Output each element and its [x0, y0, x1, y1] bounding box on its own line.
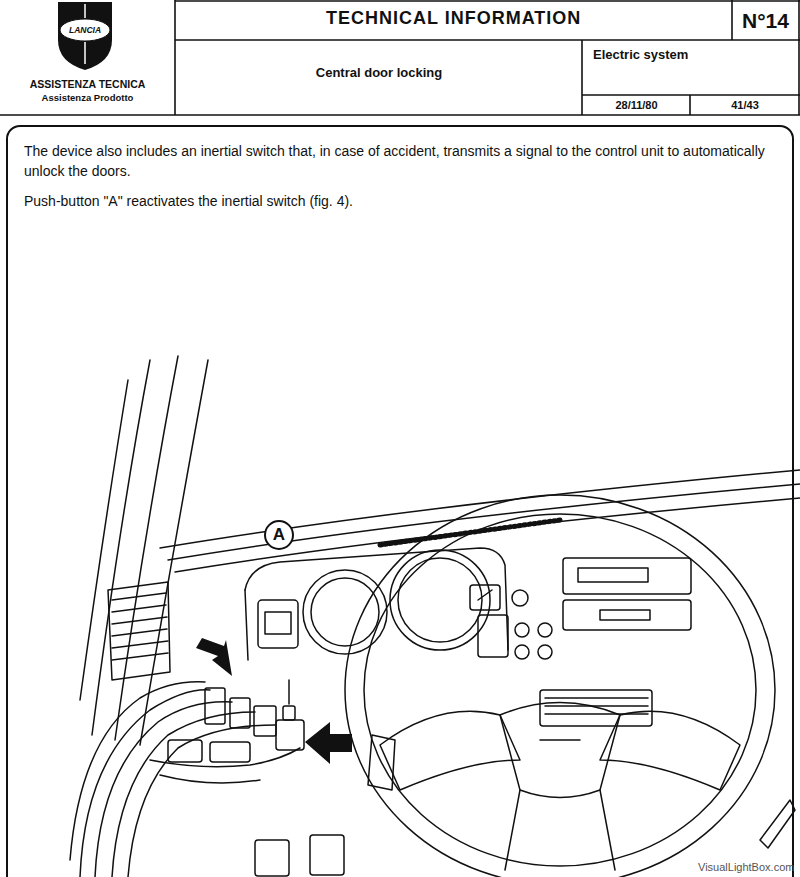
- header-cell: N°14: [732, 2, 799, 40]
- logo-text: LANCIA: [69, 25, 101, 35]
- line-art: [112, 712, 255, 877]
- line-art: [515, 623, 529, 637]
- line-art: [112, 593, 168, 660]
- line-art: [545, 698, 648, 714]
- line-art: [600, 711, 740, 790]
- line-art: [310, 835, 344, 875]
- line-art: [84, 42, 86, 64]
- body-panel: The device also includes an inertial swi…: [6, 125, 794, 877]
- line-art: [60, 19, 110, 41]
- line-art: [245, 548, 508, 650]
- line-art: [80, 380, 128, 700]
- line-art: [540, 739, 580, 741]
- header-cell: Central door locking: [176, 56, 582, 92]
- line-art: [196, 638, 352, 764]
- line-art: [478, 590, 492, 600]
- line-art: [175, 0, 800, 2]
- line-art: [563, 558, 691, 594]
- page-title: TECHNICAL INFORMATION: [326, 8, 581, 29]
- body-paragraph: Push-button "A" reactivates the inertial…: [24, 191, 776, 211]
- line-art: [500, 703, 620, 798]
- line-art: [311, 578, 379, 646]
- line-art: [245, 590, 248, 660]
- line-art: [0, 0, 800, 115]
- callout-letter: A: [266, 522, 292, 548]
- line-art: [128, 725, 275, 877]
- line-art: [760, 800, 795, 848]
- line-art: [175, 39, 800, 41]
- callout-circle: A: [264, 520, 294, 550]
- line-art: [265, 612, 291, 634]
- line-art: [95, 702, 232, 877]
- line-art: [512, 590, 528, 606]
- line-art: [478, 615, 508, 657]
- line-art: [283, 706, 295, 720]
- line-art: [538, 623, 552, 637]
- header-text: 41/43: [693, 98, 797, 113]
- line-art: [305, 722, 352, 764]
- line-art: [205, 688, 225, 724]
- line-art: [108, 582, 170, 680]
- line-art: [258, 600, 298, 648]
- line-art: [581, 40, 583, 115]
- line-art: [255, 840, 289, 876]
- line-art: [505, 790, 615, 870]
- line-art: [582, 94, 800, 96]
- line-art: [210, 742, 250, 762]
- body-paragraph: The device also includes an inertial swi…: [24, 141, 776, 181]
- line-art: [196, 638, 232, 676]
- line-art: [345, 495, 775, 877]
- lancia-logo: [58, 2, 112, 70]
- header-text: Electric system: [593, 46, 789, 64]
- line-art: [150, 748, 300, 767]
- line-art: [563, 600, 691, 630]
- header-text: Central door locking: [184, 64, 574, 82]
- line-art: [380, 520, 560, 545]
- line-art: [364, 514, 756, 866]
- line-art: [470, 585, 500, 610]
- line-art: [731, 0, 733, 40]
- header-text: Assistenza Prodotto: [2, 91, 173, 104]
- line-art: [276, 720, 304, 750]
- watermark: VisualLightBox.com: [698, 861, 794, 874]
- line-art: [303, 570, 387, 654]
- header-cell: 28/11/80: [583, 96, 690, 115]
- line-art: [230, 698, 250, 728]
- line-art: [70, 356, 800, 877]
- line-art: [175, 498, 800, 572]
- line-art: [578, 568, 648, 582]
- line-art: [540, 690, 652, 726]
- line-art: [390, 550, 490, 650]
- line-art: [58, 2, 112, 70]
- line-art: [368, 735, 395, 790]
- header-cell: 41/43: [691, 96, 799, 115]
- line-art: [515, 645, 529, 659]
- line-art: [798, 0, 800, 115]
- line-art: [80, 690, 210, 877]
- line-art: [600, 610, 650, 620]
- line-art: [160, 775, 260, 783]
- line-art: [538, 645, 552, 659]
- header-cell: Electric system: [583, 42, 799, 70]
- line-art: [140, 360, 208, 745]
- header-text: 28/11/80: [585, 98, 688, 113]
- line-art: [0, 114, 800, 116]
- header-cell: ASSISTENZA TECNICAAssistenza Prodotto: [0, 76, 175, 112]
- header-text: ASSISTENZA TECNICA: [2, 78, 173, 91]
- line-art: [115, 356, 178, 740]
- line-art: [689, 95, 691, 115]
- line-art: [254, 706, 276, 736]
- line-art: [70, 682, 205, 860]
- line-art: [288, 680, 290, 704]
- line-art: [168, 740, 202, 762]
- line-art: [380, 711, 520, 790]
- line-art: [84, 4, 86, 18]
- line-art: [174, 0, 176, 115]
- header-text: N°14: [738, 8, 793, 34]
